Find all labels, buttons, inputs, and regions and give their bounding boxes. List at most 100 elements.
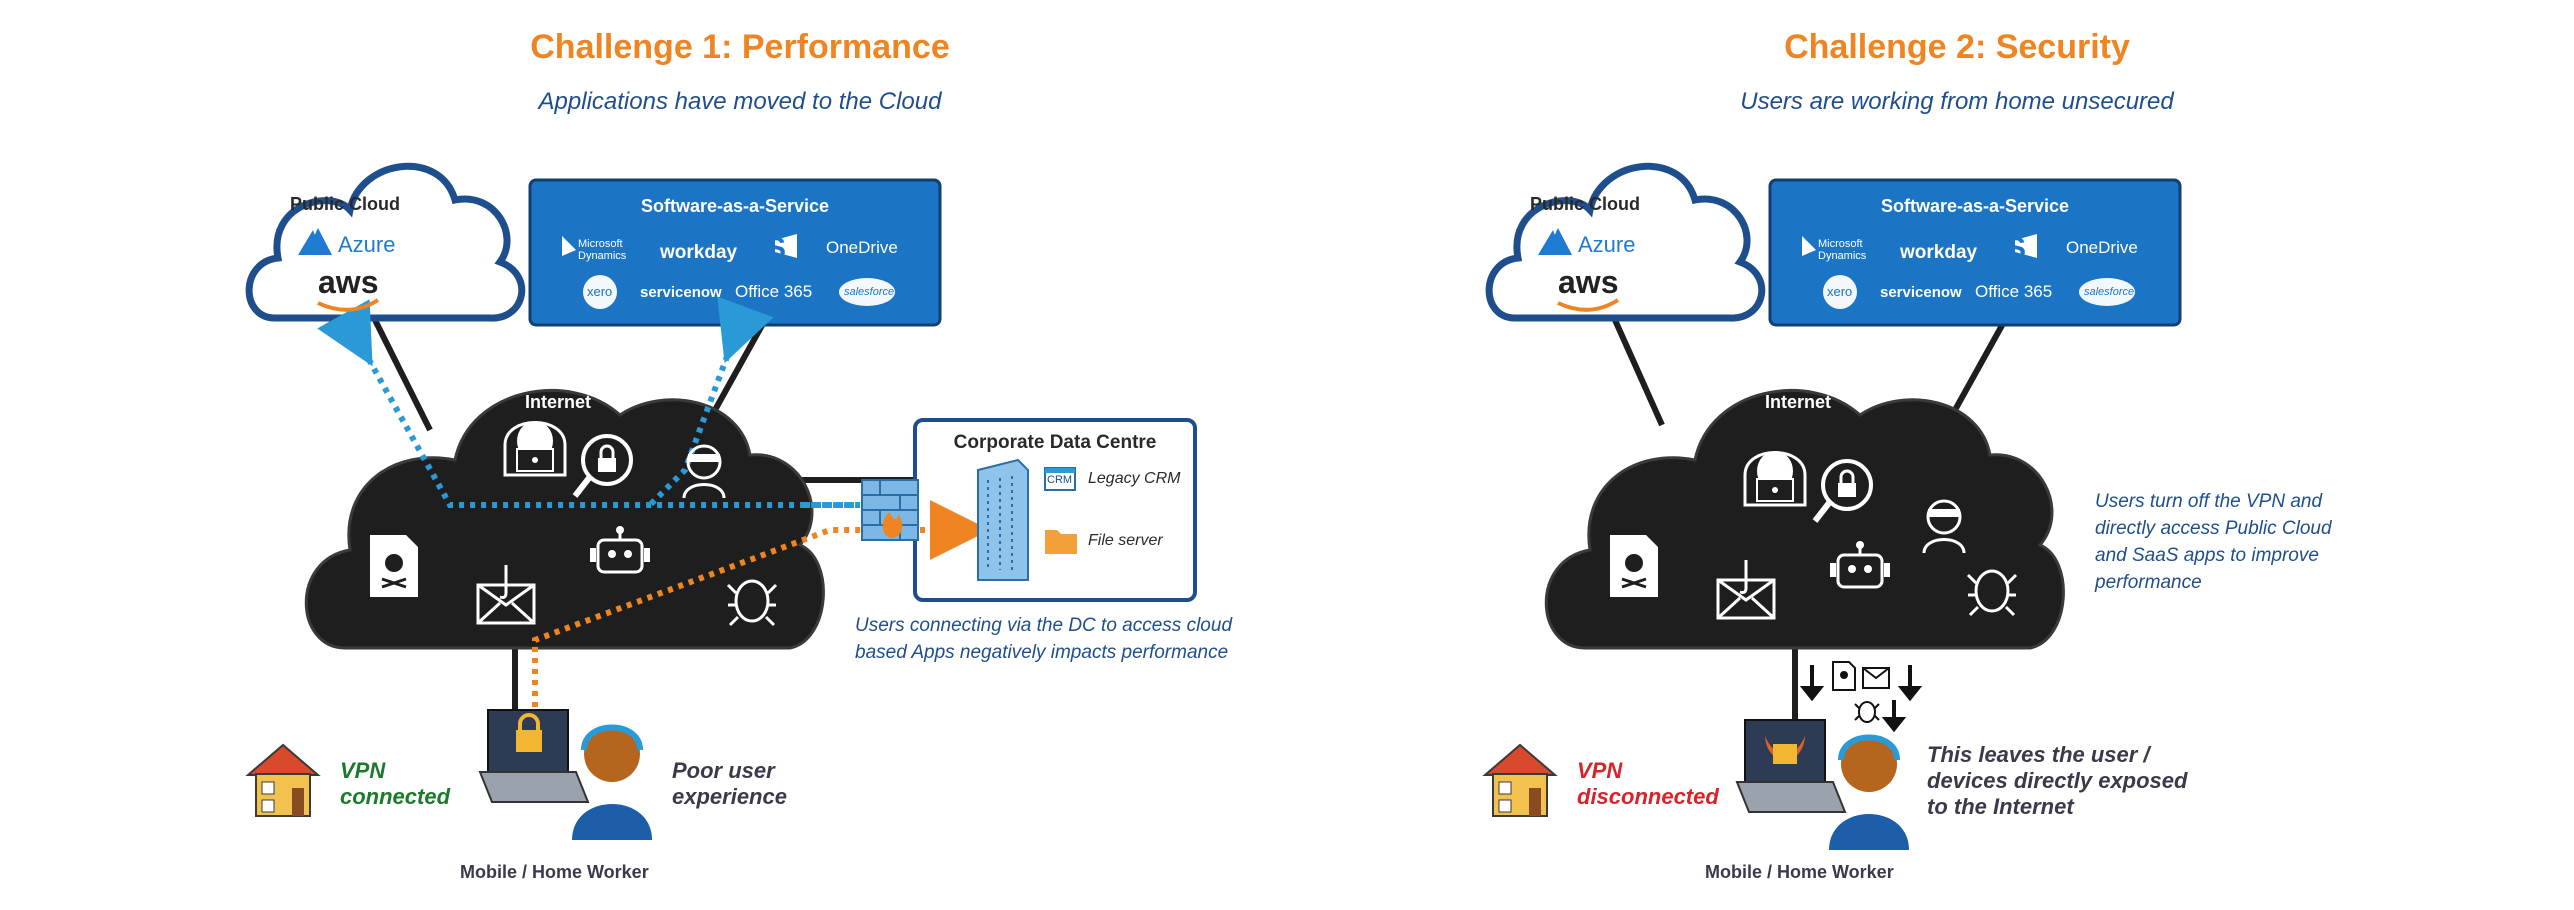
azure-logo-icon bbox=[298, 228, 332, 255]
public-cloud bbox=[1485, 162, 1766, 322]
challenge-1-subtitle: Applications have moved to the Cloud bbox=[538, 88, 942, 115]
saas-app-sharepoint: S bbox=[2006, 232, 2027, 265]
aws-logo-icon bbox=[317, 298, 380, 312]
house-icon bbox=[245, 743, 321, 817]
exposed-line-1: This leaves the user / bbox=[1927, 742, 2150, 767]
crm-icon-text: CRM bbox=[1047, 474, 1073, 486]
vpn-off-note-line-1: Users turn off the VPN and bbox=[2095, 491, 2323, 512]
internet-cloud bbox=[304, 388, 825, 650]
performance-note: Users connecting via the DC to access cl… bbox=[855, 612, 1275, 666]
magnifier-lock-icon bbox=[572, 434, 633, 498]
vpn-word: VPN bbox=[1577, 758, 1623, 783]
user-headset-icon bbox=[1829, 734, 1909, 850]
vpn-disconnected-label: VPN disconnected bbox=[1577, 758, 1719, 810]
exposed-line-2: devices directly exposed bbox=[1927, 768, 2188, 793]
spy-icon bbox=[682, 444, 726, 499]
vpn-off-note-line-4: performance bbox=[2095, 572, 2202, 593]
challenge-2-diagram bbox=[1482, 162, 2182, 850]
hacker-icon bbox=[1743, 451, 1807, 507]
down-arrow-icon bbox=[1897, 665, 1923, 702]
aws-logo-icon bbox=[1557, 298, 1620, 312]
internet-label: Internet bbox=[525, 392, 592, 412]
saas-app-servicenow: servicenow bbox=[640, 284, 722, 301]
performance-note-line-2: based Apps negatively impacts performanc… bbox=[855, 642, 1229, 663]
bug-icon bbox=[726, 579, 778, 627]
crm-icon bbox=[1044, 467, 1076, 491]
public-cloud-label: Public Cloud bbox=[1530, 194, 1640, 214]
bug-icon bbox=[1966, 569, 2018, 617]
saas-app-xero: xero bbox=[1827, 284, 1853, 299]
spy-icon bbox=[1922, 499, 1966, 554]
challenge-1-title: Challenge 1: Performance bbox=[530, 28, 950, 66]
public-cloud bbox=[245, 162, 526, 322]
phishing-mail-icon bbox=[476, 565, 536, 625]
saas-title: Software-as-a-Service bbox=[640, 196, 830, 216]
saas-app-onedrive: OneDrive bbox=[826, 238, 898, 257]
internet-label: Internet bbox=[1765, 392, 1832, 412]
aws-label: aws bbox=[318, 264, 379, 300]
file-server-label: File server bbox=[1088, 532, 1163, 549]
home-worker-label: Mobile / Home Worker bbox=[460, 862, 649, 882]
poor-experience-line-2: experience bbox=[672, 784, 787, 809]
vpn-off-note: Users turn off the VPN and directly acce… bbox=[2095, 488, 2435, 596]
house-icon bbox=[1482, 743, 1558, 817]
down-arrow-icon bbox=[1799, 665, 1825, 702]
skull-doc-icon bbox=[1610, 535, 1658, 597]
magnifier-lock-icon bbox=[1812, 459, 1873, 523]
vpn-word: VPN bbox=[340, 758, 386, 783]
saas-app-dynamics: Microsoft Dynamics bbox=[1818, 238, 1867, 262]
azure-label: Azure bbox=[338, 232, 396, 257]
folder-icon bbox=[1045, 530, 1077, 554]
public-cloud-label: Public Cloud bbox=[290, 194, 400, 214]
saas-app-office365: Office 365 bbox=[1975, 282, 2053, 301]
exposed-line-3: to the Internet bbox=[1927, 794, 2074, 819]
challenge-1-panel: Challenge 1: Performance Applications ha… bbox=[245, 28, 1275, 882]
challenge-1-diagram bbox=[245, 162, 1197, 840]
server-building-icon bbox=[977, 458, 1029, 581]
laptop-lock-icon bbox=[1735, 719, 1847, 813]
saas-app-salesforce: salesforce bbox=[2084, 286, 2135, 298]
threat-arrows bbox=[1799, 665, 1923, 733]
phishing-mail-icon bbox=[1862, 667, 1890, 689]
vpn-off-note-line-2: directly access Public Cloud bbox=[2095, 518, 2332, 539]
exposed-label: This leaves the user / devices directly … bbox=[1927, 742, 2187, 820]
performance-note-line-1: Users connecting via the DC to access cl… bbox=[855, 615, 1233, 636]
down-arrow-icon bbox=[1881, 700, 1907, 733]
saas-box bbox=[1768, 178, 2182, 327]
challenge-2-title: Challenge 2: Security bbox=[1784, 28, 2130, 66]
robot-icon bbox=[1830, 541, 1890, 589]
legacy-crm-label: Legacy CRM bbox=[1088, 470, 1181, 487]
data-centre-title: Corporate Data Centre bbox=[953, 432, 1157, 453]
saas-title: Software-as-a-Service bbox=[1880, 196, 2070, 216]
saas-app-servicenow: servicenow bbox=[1880, 284, 1962, 301]
saas-app-workday: workday bbox=[660, 242, 738, 263]
firewall-icon bbox=[861, 479, 919, 541]
skull-doc-icon bbox=[370, 535, 418, 597]
vpn-state: disconnected bbox=[1577, 784, 1719, 809]
robot-icon bbox=[590, 526, 650, 574]
saas-app-workday: workday bbox=[1900, 242, 1978, 263]
poor-experience-label: Poor user experience bbox=[672, 758, 787, 810]
azure-logo-icon bbox=[1538, 228, 1572, 255]
skull-doc-icon bbox=[1832, 661, 1856, 691]
challenge-2-panel: Challenge 2: Security Users are working … bbox=[1287, 0, 2574, 910]
vpn-connected-label: VPN connected bbox=[340, 758, 450, 810]
phishing-mail-icon bbox=[1716, 560, 1776, 620]
aws-label: aws bbox=[1558, 264, 1619, 300]
saas-app-sharepoint: S bbox=[766, 232, 787, 265]
saas-app-salesforce: salesforce bbox=[844, 286, 895, 298]
saas-app-dynamics: Microsoft Dynamics bbox=[578, 238, 627, 262]
poor-experience-line-1: Poor user bbox=[672, 758, 775, 783]
vpn-off-note-line-3: and SaaS apps to improve bbox=[2095, 545, 2319, 566]
azure-label: Azure bbox=[1578, 232, 1636, 257]
home-worker-label: Mobile / Home Worker bbox=[1705, 862, 1894, 882]
saas-app-xero: xero bbox=[587, 284, 613, 299]
saas-app-office365: Office 365 bbox=[735, 282, 813, 301]
internet-cloud bbox=[1544, 388, 2065, 650]
challenge-2-subtitle: Users are working from home unsecured bbox=[1740, 88, 2174, 115]
laptop-lock-icon bbox=[478, 709, 590, 803]
user-headset-icon bbox=[572, 724, 652, 840]
vpn-state: connected bbox=[340, 784, 451, 809]
bug-icon bbox=[1854, 701, 1880, 723]
hacker-icon bbox=[503, 421, 567, 477]
